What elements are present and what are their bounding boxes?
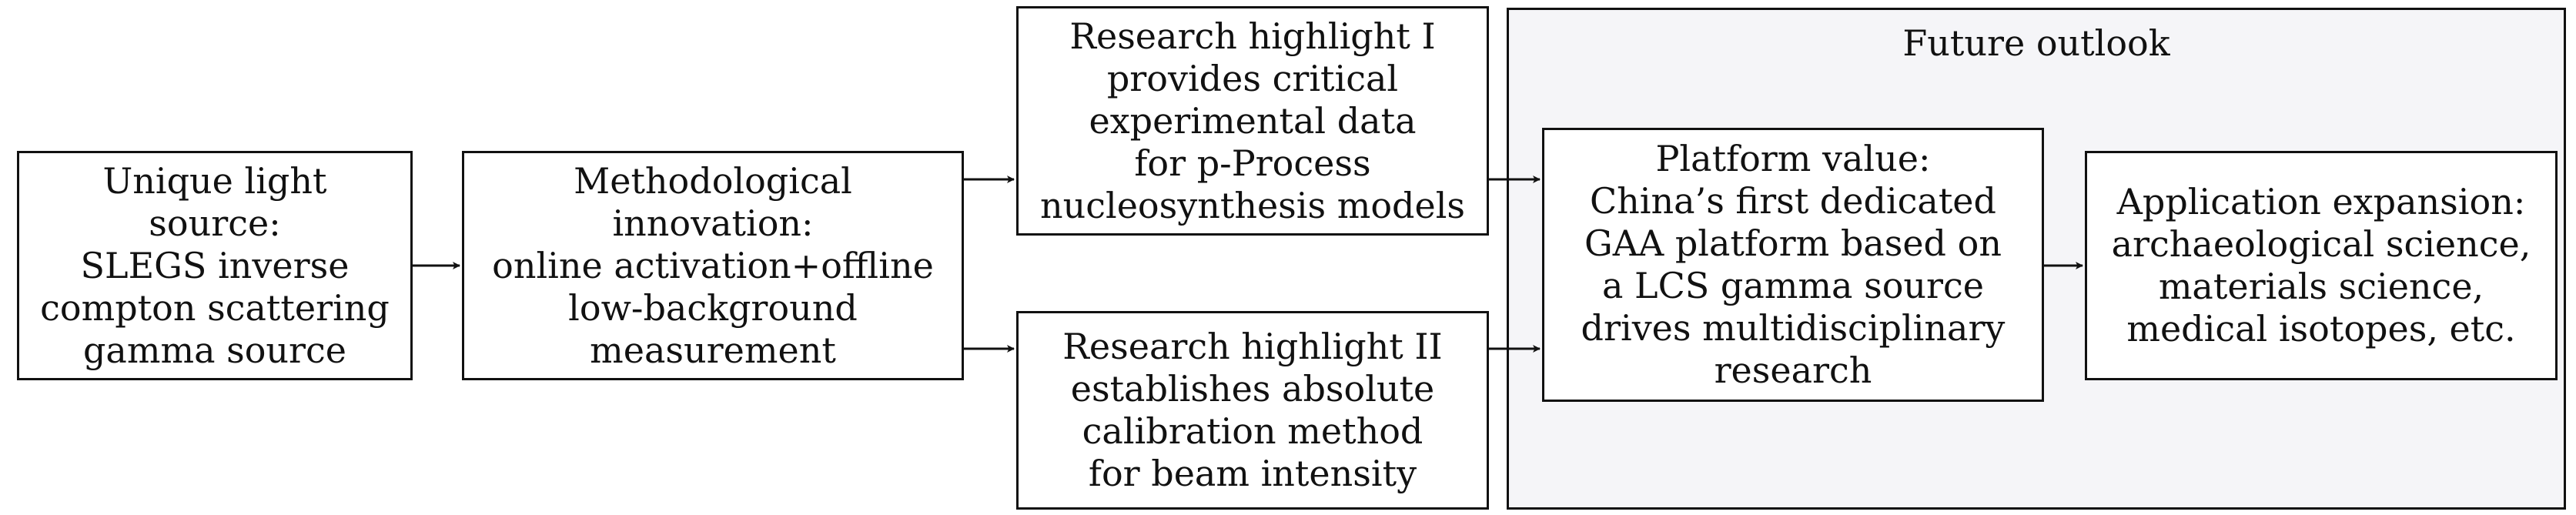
node-platform-value: Platform value: China’s first dedicated … [1542, 128, 2044, 402]
node-light-source-label: Unique light source: SLEGS inverse compt… [40, 159, 390, 371]
node-research-highlight-1-label: Research highlight I provides critical e… [1039, 15, 1466, 226]
node-application-expansion-label: Application expansion: archaeological sc… [2111, 181, 2531, 349]
node-light-source: Unique light source: SLEGS inverse compt… [17, 151, 413, 380]
future-outlook-title: Future outlook [1902, 22, 2170, 64]
node-platform-value-label: Platform value: China’s first dedicated … [1581, 138, 2006, 391]
node-application-expansion: Application expansion: archaeological sc… [2085, 151, 2558, 380]
node-research-highlight-2: Research highlight II establishes absolu… [1016, 311, 1489, 510]
node-research-highlight-1: Research highlight I provides critical e… [1016, 6, 1489, 236]
node-research-highlight-2-label: Research highlight II establishes absolu… [1062, 326, 1443, 494]
node-methodological-innovation: Methodological innovation: online activa… [462, 151, 964, 380]
node-methodological-innovation-label: Methodological innovation: online activa… [492, 159, 934, 371]
